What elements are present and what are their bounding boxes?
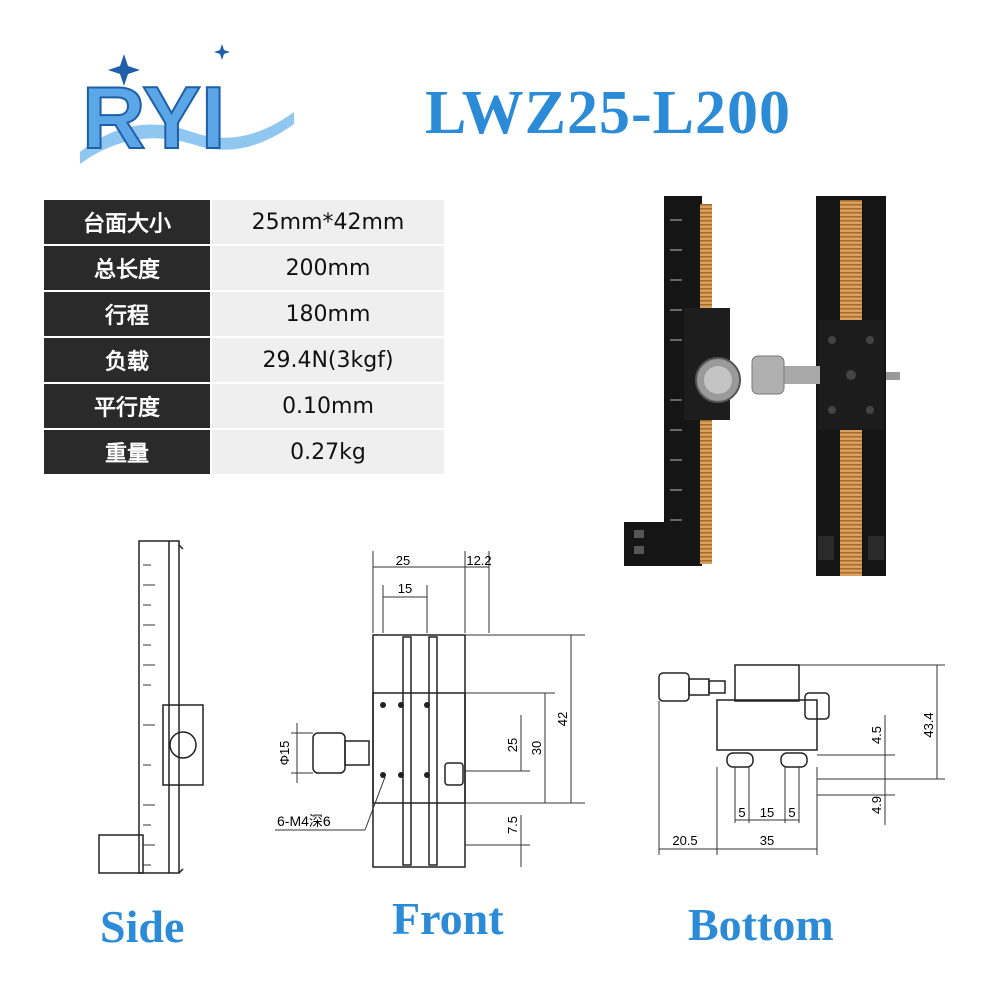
front-rail-outline <box>372 634 466 868</box>
spec-key: 总长度 <box>42 244 212 292</box>
side-knob-circle <box>169 731 197 759</box>
side-foot-outline <box>98 834 144 874</box>
front-knob <box>751 355 785 395</box>
spec-value: 0.10mm <box>210 382 446 430</box>
front-knob-outline <box>312 732 346 774</box>
spec-key: 重量 <box>42 428 212 476</box>
dim-15: 15 <box>760 805 774 820</box>
side-drawing <box>98 540 204 874</box>
spec-key: 台面大小 <box>42 198 212 246</box>
bottom-carriage-outline <box>734 664 800 702</box>
dim-4-5: 4.5 <box>869 726 884 744</box>
dim-30: 30 <box>529 741 544 755</box>
side-rail-outline <box>138 540 180 874</box>
spec-value: 25mm*42mm <box>210 198 446 246</box>
bottom-drawing: 4.5 43.4 4.9 5 15 5 20.5 35 <box>658 664 945 855</box>
model-title: LWZ25-L200 <box>425 79 792 147</box>
dim-43-4: 43.4 <box>921 712 936 737</box>
dim-15: 15 <box>398 581 412 596</box>
dim-phi15: Φ15 <box>277 741 292 766</box>
spec-value: 29.4N(3kgf) <box>210 336 446 384</box>
dim-25v: 25 <box>505 738 520 752</box>
front-drawing: 25 12.2 15 Φ15 25 30 42 7.5 6-M4深6 <box>275 551 585 868</box>
dim-35: 35 <box>760 833 774 848</box>
product-photo <box>624 196 900 576</box>
dim-7-5: 7.5 <box>505 816 520 834</box>
dim-5a: 5 <box>738 805 745 820</box>
label-bottom: Bottom <box>688 899 834 950</box>
spec-key: 平行度 <box>42 382 212 430</box>
spec-key: 行程 <box>42 290 212 338</box>
dim-12-2: 12.2 <box>466 553 491 568</box>
side-foot <box>624 522 674 566</box>
ryi-logo: RYI <box>80 44 294 168</box>
dim-20-5: 20.5 <box>672 833 697 848</box>
front-knob-shaft <box>782 366 820 384</box>
spec-key: 负载 <box>42 336 212 384</box>
dim-4-9: 4.9 <box>869 796 884 814</box>
spec-value: 200mm <box>210 244 446 292</box>
bottom-base-outline <box>716 699 818 751</box>
side-carriage-outline <box>162 704 204 786</box>
spec-value: 180mm <box>210 290 446 338</box>
label-side: Side <box>100 901 185 952</box>
logo-text: RYI <box>82 68 225 167</box>
front-carriage-outline <box>372 692 466 804</box>
hole-note: 6-M4深6 <box>277 813 331 829</box>
dim-5b: 5 <box>788 805 795 820</box>
spec-value: 0.27kg <box>210 428 446 476</box>
bottom-knob-outline <box>658 672 690 702</box>
dim-42: 42 <box>555 712 570 726</box>
dim-25: 25 <box>396 553 410 568</box>
label-front: Front <box>392 893 504 944</box>
